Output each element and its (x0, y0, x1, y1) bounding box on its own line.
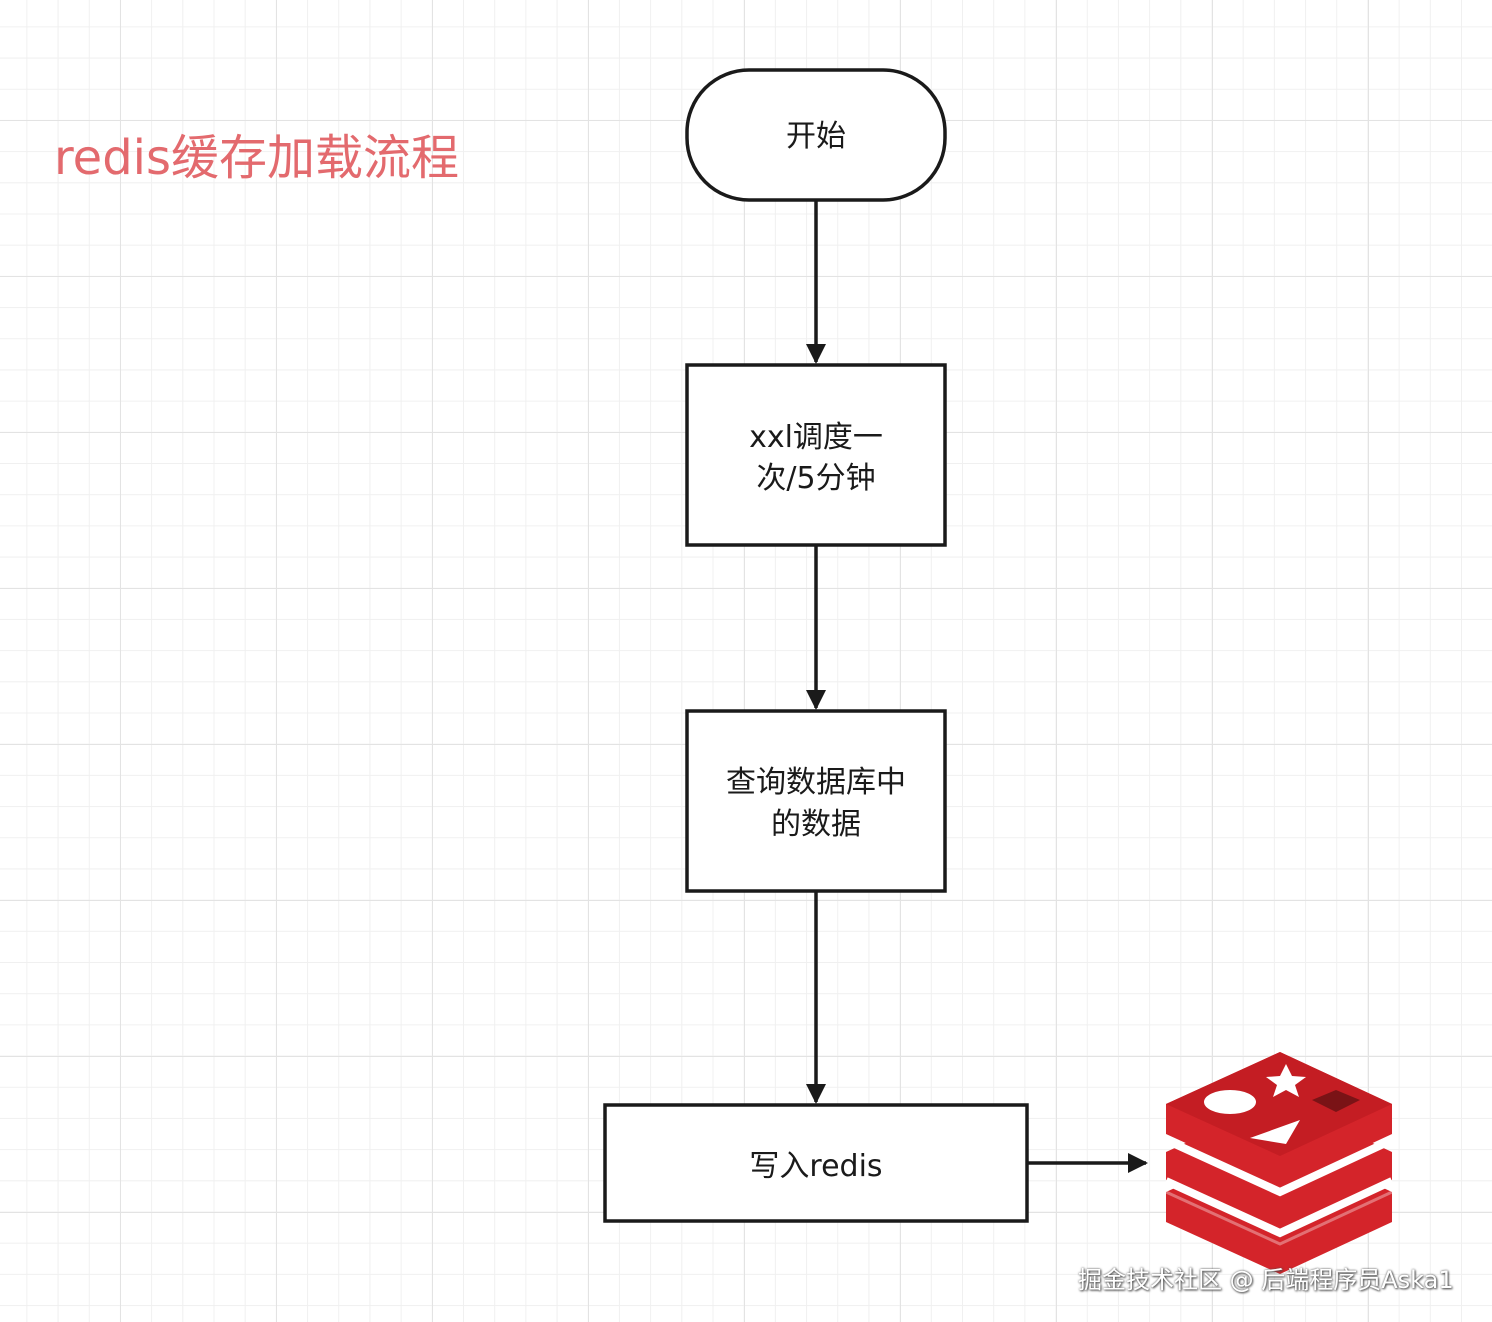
schedule-node-line1: xxl调度一 (749, 420, 883, 455)
query-node-line1: 查询数据库中 (726, 765, 906, 800)
start-node-label: 开始 (786, 119, 846, 154)
schedule-node[interactable]: xxl调度一 次/5分钟 (685, 363, 947, 547)
write-node-label: 写入redis (749, 1149, 882, 1184)
query-node[interactable]: 查询数据库中 的数据 (685, 709, 947, 893)
query-node-line2: 的数据 (771, 807, 861, 842)
schedule-node-line2: 次/5分钟 (756, 461, 875, 496)
diagram-title: redis缓存加载流程 (54, 130, 460, 186)
start-node[interactable]: 开始 (685, 68, 947, 202)
write-node[interactable]: 写入redis (603, 1103, 1029, 1223)
redis-logo-icon (1164, 1052, 1394, 1274)
watermark-text: 掘金技术社区 @ 后端程序员Aska1 (1078, 1266, 1454, 1294)
